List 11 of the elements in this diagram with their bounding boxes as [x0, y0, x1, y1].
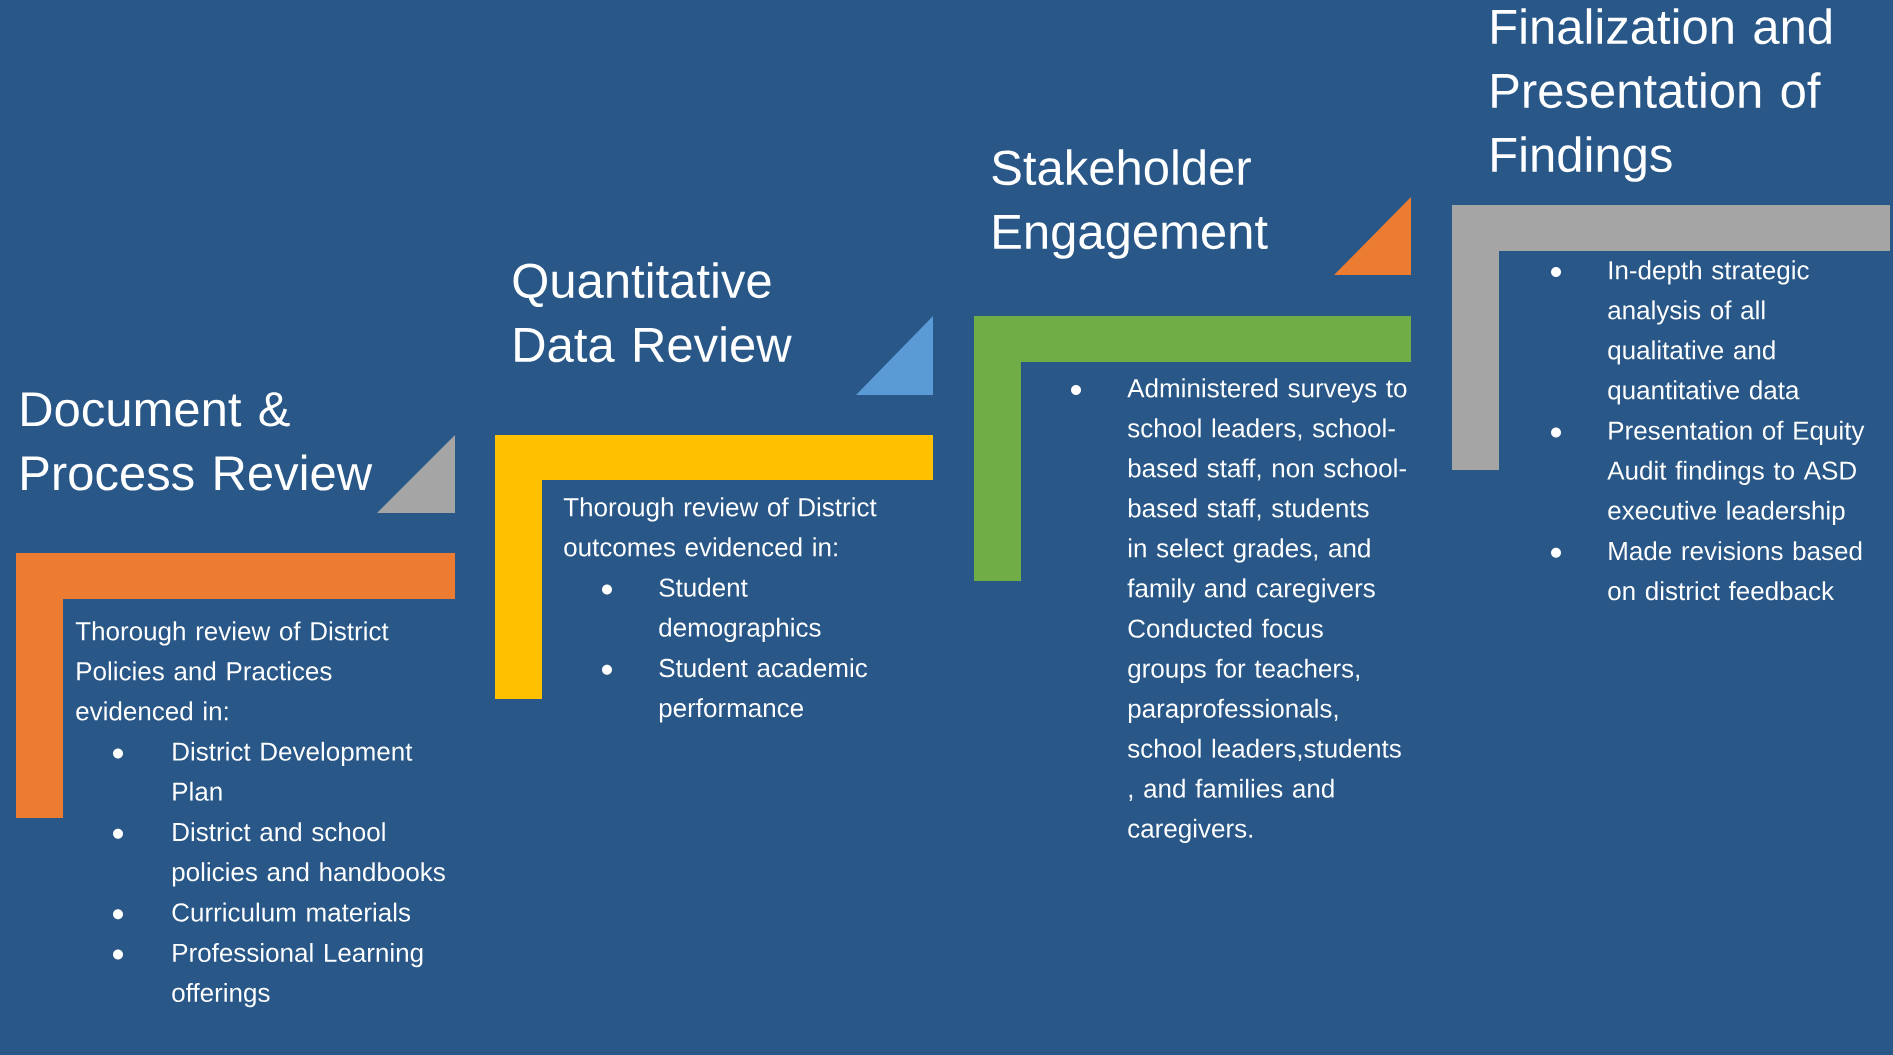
step-title: Finalization and Presentation of Findings [1492, 8, 1831, 182]
step-title: Quantitative Data Review [513, 262, 792, 363]
bullet-item: Presentation of Equity Audit findings to ASD executive leadership [1607, 420, 1865, 525]
bullet-item: In-depth strategic analysis of all qualitative and quantitative data [1608, 260, 1809, 405]
bullet-item: District and school policies and handbooks [172, 822, 445, 887]
step-description: Conducted focus groups for teachers, paraprofessionals, school leaders,students , and families and caregivers. [1127, 618, 1401, 843]
bullet-item: Professional Learning offerings [172, 943, 423, 1008]
bullet-item: Curriculum materials [172, 902, 411, 922]
step-title: Document & Process Review [22, 392, 373, 491]
step-title: Stakeholder Engagement [992, 149, 1268, 259]
bullet-item: Made revisions based on district feedback [1608, 541, 1862, 601]
